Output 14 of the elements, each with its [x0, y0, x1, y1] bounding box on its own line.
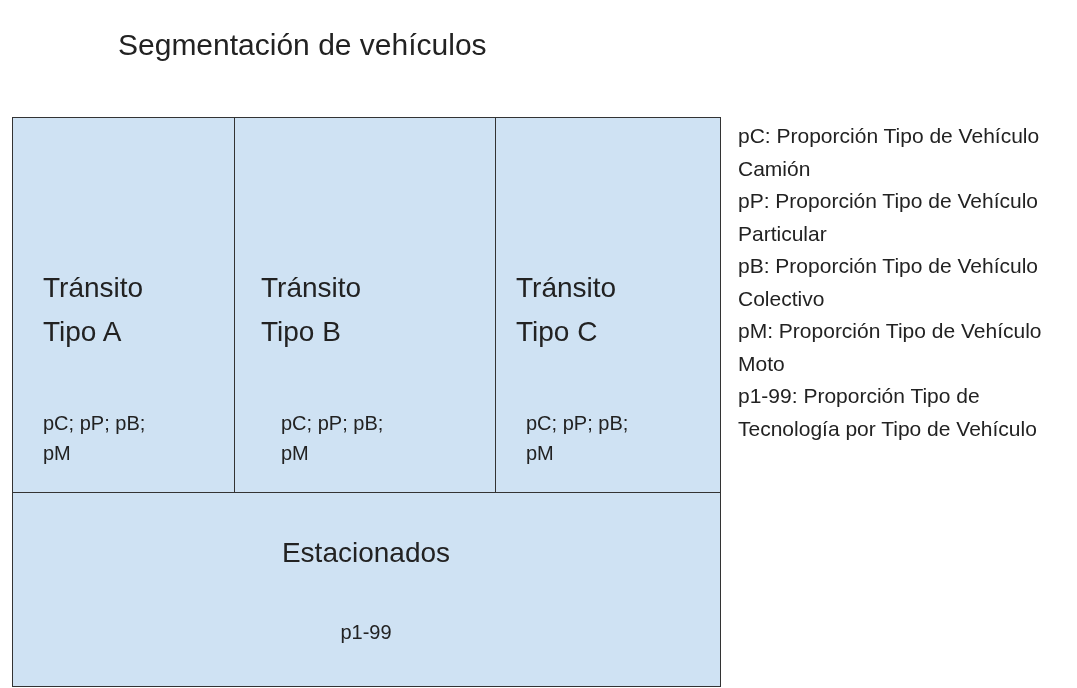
- segment-heading: Tránsito Tipo C: [516, 271, 618, 349]
- segment-heading: Tránsito Tipo A: [43, 271, 145, 349]
- proportion-list: pC; pP; pB; pM: [43, 408, 173, 468]
- segment-cell: [12, 492, 721, 687]
- segment-cell: [12, 117, 236, 494]
- segment-cell: [495, 117, 721, 494]
- diagram-title: Segmentación de vehículos: [118, 28, 487, 62]
- segment-heading: Tránsito Tipo B: [261, 271, 363, 349]
- segment-heading: Estacionados: [280, 536, 452, 570]
- legend-note: p1-99: Proporción Tipo de Tecnología por Tipo de Vehículo: [738, 383, 1038, 442]
- segment-cell: [234, 117, 497, 494]
- proportion-list: p1-99: [13, 617, 719, 647]
- proportion-list: pC; pP; pB; pM: [281, 408, 411, 468]
- proportion-list: pC; pP; pB; pM: [526, 408, 656, 468]
